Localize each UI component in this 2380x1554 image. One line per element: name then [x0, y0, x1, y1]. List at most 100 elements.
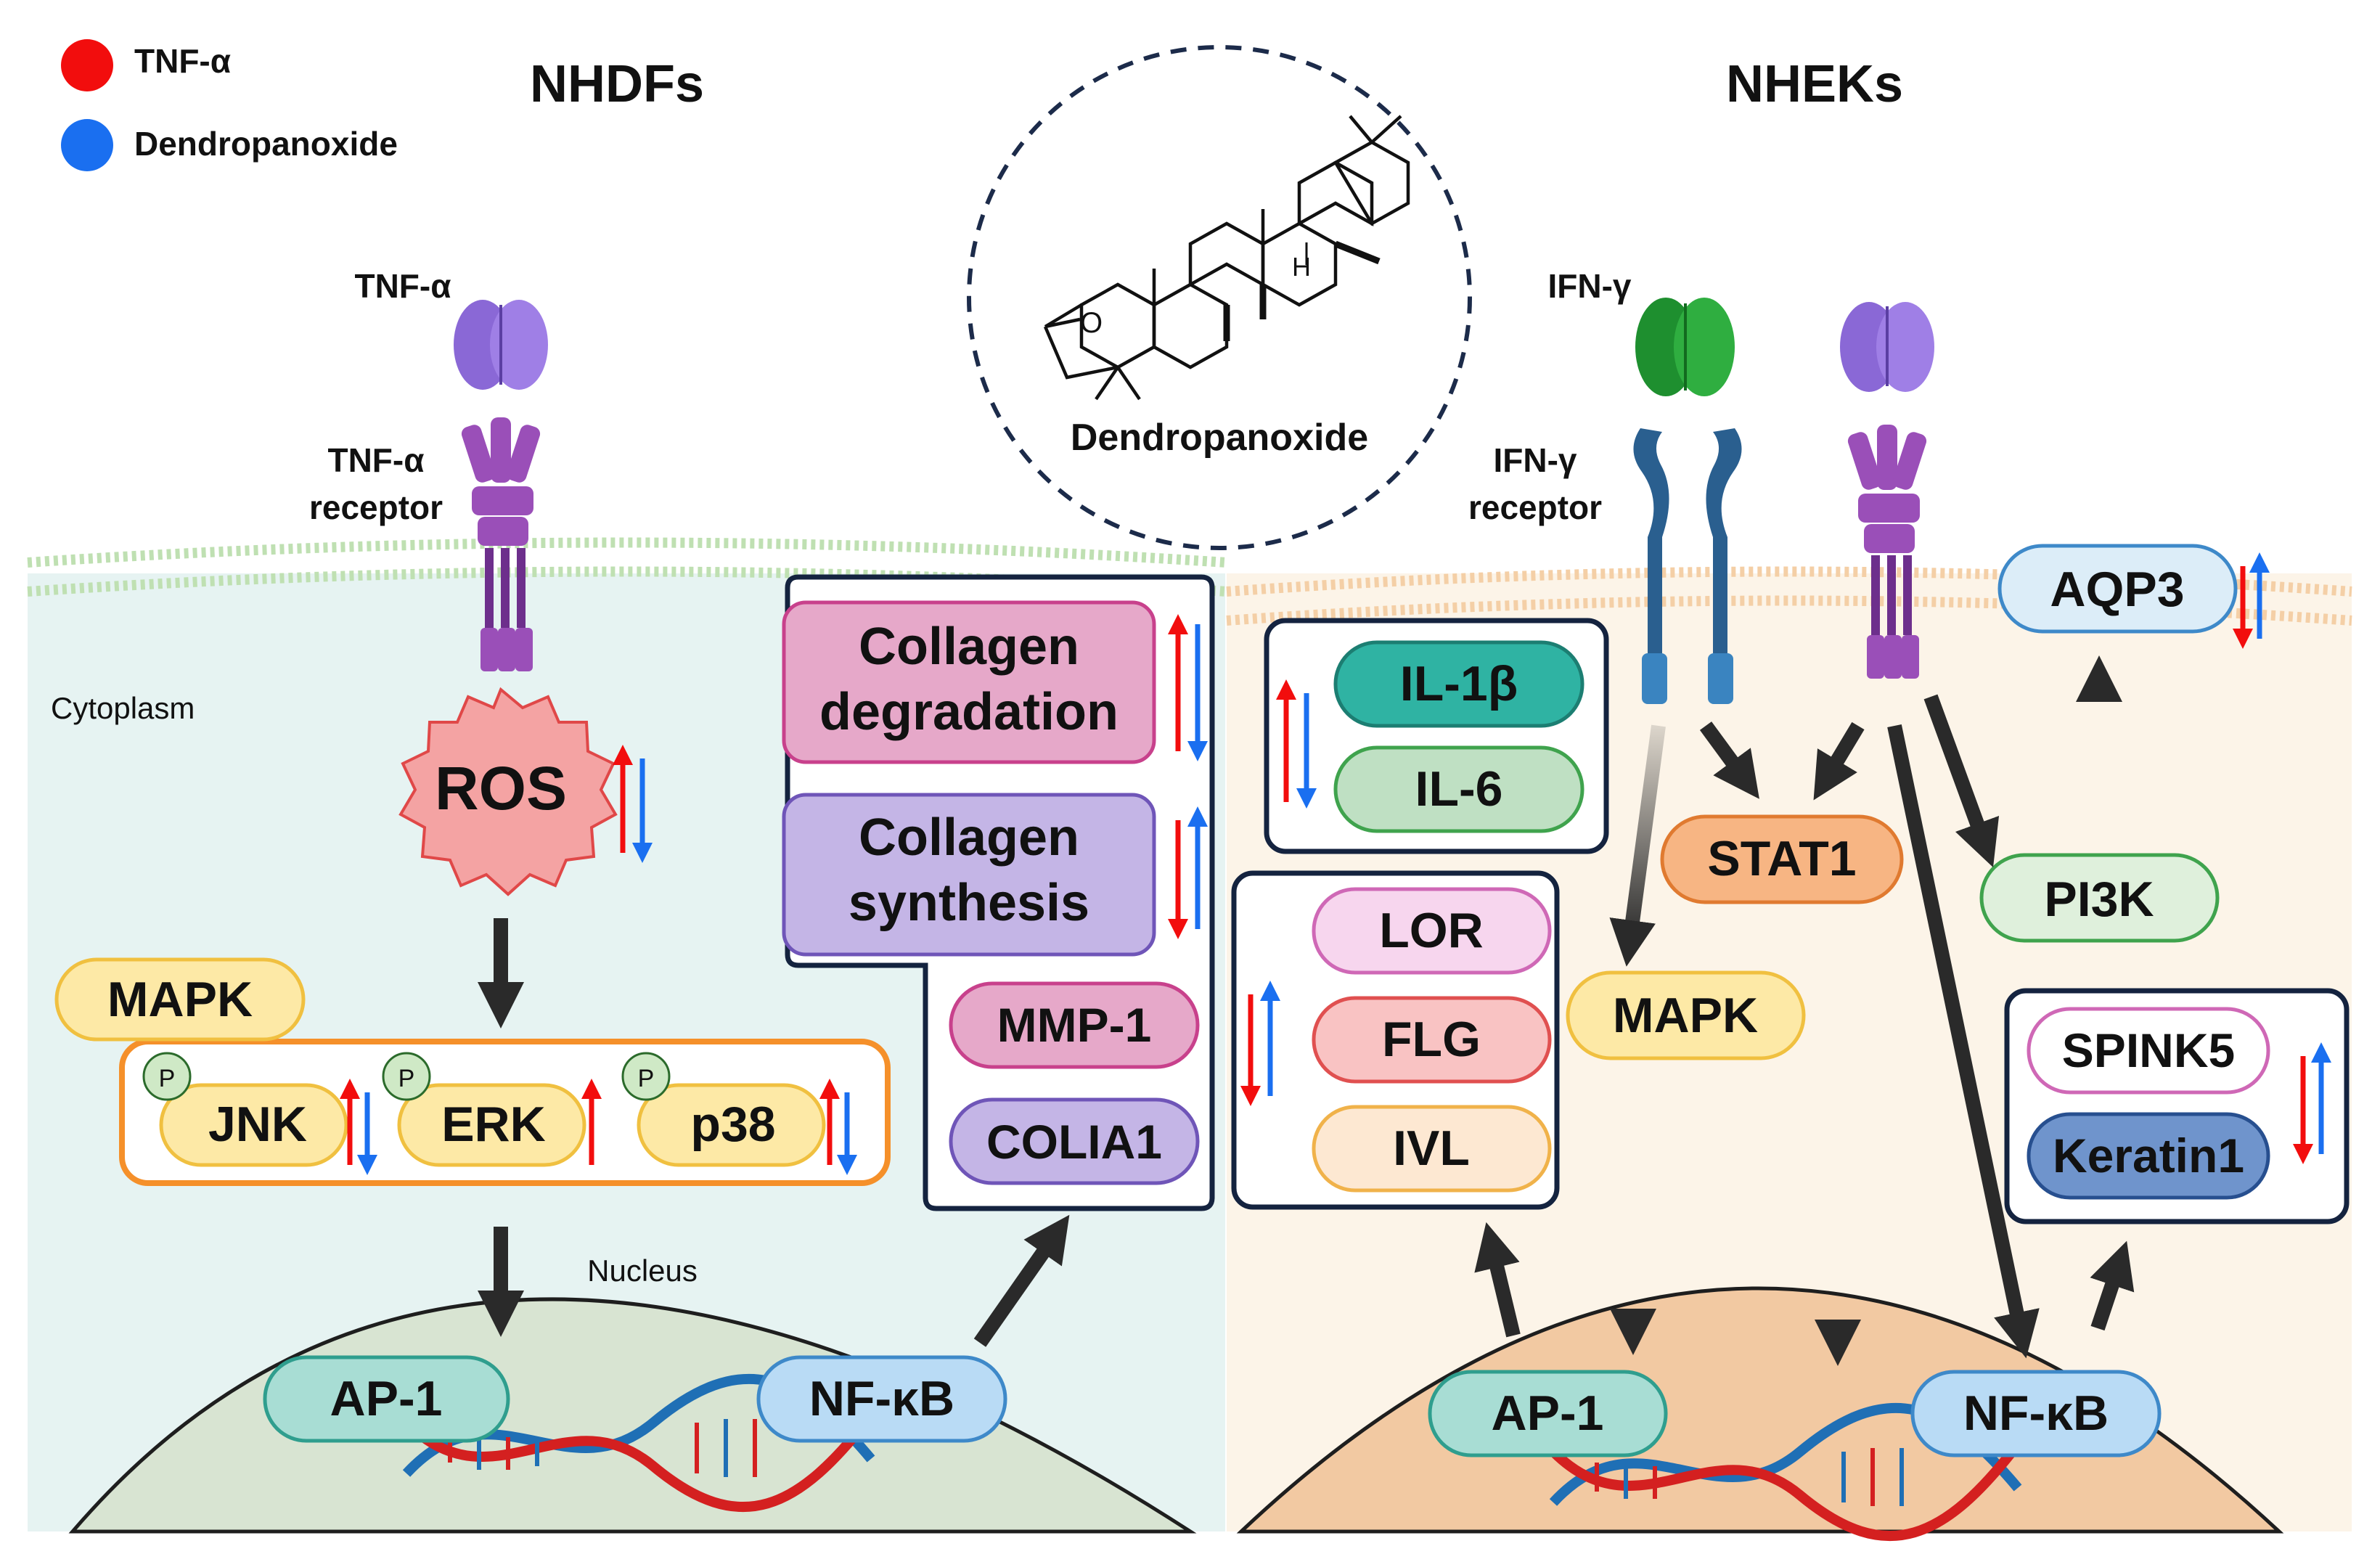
tnf-receptor-label-line1: TNF-α: [327, 441, 424, 479]
legend-dendropanoxide-label: Dendropanoxide: [134, 125, 398, 163]
erk-phospho-badge: [382, 1052, 431, 1101]
aqp3-label: AQP3: [2050, 562, 2184, 617]
lor-label: LOR: [1379, 903, 1484, 958]
stat1-label: STAT1: [1707, 831, 1856, 886]
collagen-degradation-line2: degradation: [819, 683, 1119, 741]
tnf-ligand-label: TNF-α: [354, 267, 451, 305]
ifn-ligand: [1635, 298, 1735, 396]
collagen-degradation-updown-arrows: [1168, 614, 1208, 761]
flg-pill: [1312, 996, 1552, 1084]
mmp1-pill: [949, 981, 1200, 1069]
keratin1-label: Keratin1: [2053, 1129, 2244, 1182]
right-nfkb-pill: [1910, 1370, 2162, 1457]
spink5-pill: [2027, 1007, 2270, 1095]
right-tnf-ligand: [1840, 302, 1934, 392]
left-ap1-pill: [263, 1355, 510, 1443]
il6-label: IL-6: [1415, 761, 1503, 817]
il1b-label: IL-1β: [1400, 656, 1518, 711]
erk-pill: [397, 1083, 586, 1167]
jnk-label: JNK: [208, 1097, 307, 1152]
arrow-tnfr-to-stat1: [1813, 721, 1865, 801]
arrow-nfkb-to-spink5: [2090, 1240, 2135, 1331]
dendropanoxide-structure: O H Dendropanoxide: [967, 45, 1472, 550]
aqp3-pill: [1997, 544, 2238, 634]
aqp3-updown-arrows: [2233, 552, 2270, 649]
flg-label: FLG: [1382, 1012, 1481, 1067]
tnf-receptor: [461, 417, 541, 671]
jnk-updown-arrows: [340, 1079, 377, 1175]
legend-tnf-label: TNF-α: [134, 42, 231, 80]
colia1-pill: [949, 1097, 1200, 1185]
spink5-keratin-updown-arrows: [2293, 1042, 2331, 1164]
barrier-updown-arrows: [1240, 981, 1280, 1106]
pi3k-pill: [1979, 853, 2220, 943]
ivl-label: IVL: [1393, 1121, 1470, 1176]
stat1-pill: [1660, 814, 1904, 904]
right-nfkb-label: NF-κB: [1963, 1386, 2109, 1441]
mapk-label: MAPK: [107, 972, 253, 1027]
tnf-receptor-label-line2: receptor: [309, 488, 443, 526]
p38-updown-arrows: [819, 1079, 857, 1175]
pi3k-label: PI3K: [2044, 872, 2154, 927]
ros-updown-arrows: [613, 745, 653, 863]
arrow-ifnr-to-stat1: [1699, 721, 1759, 799]
ros-label: ROS: [435, 754, 567, 822]
tnf-ligand: [454, 300, 548, 390]
mapk-pill: [54, 957, 306, 1042]
jnk-phospho-label: P: [159, 1065, 176, 1092]
lor-pill: [1312, 887, 1552, 975]
jnk-pill: [159, 1083, 348, 1167]
mmp1-label: MMP-1: [997, 998, 1152, 1052]
right-tnf-receptor: [1847, 425, 1927, 679]
right-pathway-arrows: [1474, 655, 2135, 1367]
collagen-degradation-line1: Collagen: [859, 618, 1079, 676]
left-nfkb-pill: [756, 1355, 1007, 1443]
right-ap1-label: AP-1: [1492, 1386, 1604, 1441]
arrow-tnfr-to-nfkb: [1887, 724, 2040, 1359]
ifn-receptor-label-line1: IFN-γ: [1494, 441, 1577, 479]
legend: TNF-α Dendropanoxide: [61, 39, 398, 171]
left-ap1-label: AP-1: [330, 1371, 443, 1426]
ros-starburst: [398, 687, 618, 896]
right-mapk-pill: [1566, 970, 1806, 1060]
collagen-synthesis-line2: synthesis: [848, 874, 1089, 932]
arrow-tnfr-to-pi3k: [1923, 694, 2000, 868]
nucleus-label: Nucleus: [587, 1254, 698, 1288]
right-membrane: [1226, 566, 2352, 626]
p38-phospho-badge: [621, 1052, 671, 1101]
cytokine-updown-arrows: [1276, 679, 1317, 809]
arrow-ap1-to-barrier: [1474, 1222, 1521, 1338]
keratin1-pill: [2027, 1112, 2270, 1200]
ifn-receptor-label-line2: receptor: [1468, 488, 1602, 526]
left-panel-title: NHDFs: [530, 55, 704, 113]
structure-oxygen-atom: O: [1080, 307, 1103, 339]
ifn-ligand-label: IFN-γ: [1548, 267, 1632, 305]
legend-tnf-dot: [61, 39, 113, 91]
collagen-synthesis-box: [782, 793, 1156, 957]
cytoplasm-label: Cytoplasm: [51, 691, 195, 725]
p38-pill: [637, 1083, 826, 1167]
il6-pill: [1333, 745, 1584, 833]
dendropanoxide-label: Dendropanoxide: [1071, 417, 1368, 459]
collagen-degradation-box: [782, 600, 1156, 764]
p38-phospho-label: P: [638, 1065, 655, 1092]
erk-phospho-label: P: [398, 1065, 415, 1092]
right-panel-title: NHEKs: [1726, 55, 1903, 113]
erk-label: ERK: [441, 1097, 546, 1152]
il1b-pill: [1333, 640, 1584, 728]
colia1-label: COLIA1: [986, 1115, 1162, 1169]
jnk-phospho-badge: [142, 1052, 192, 1101]
left-nfkb-label: NF-κB: [809, 1371, 954, 1426]
collagen-synthesis-line1: Collagen: [859, 809, 1079, 867]
p38-label: p38: [690, 1097, 775, 1152]
ivl-pill: [1312, 1105, 1552, 1193]
arrow-ifnr-to-mapk: [1609, 724, 1666, 967]
structure-hydrogen-atom: H: [1292, 252, 1311, 282]
right-ap1-pill: [1428, 1370, 1668, 1457]
spink5-label: SPINK5: [2062, 1023, 2235, 1077]
collagen-synthesis-updown-arrows: [1168, 806, 1208, 939]
legend-dendropanoxide-dot: [61, 119, 113, 171]
arrow-nfkb-to-collagen: [973, 1214, 1070, 1347]
